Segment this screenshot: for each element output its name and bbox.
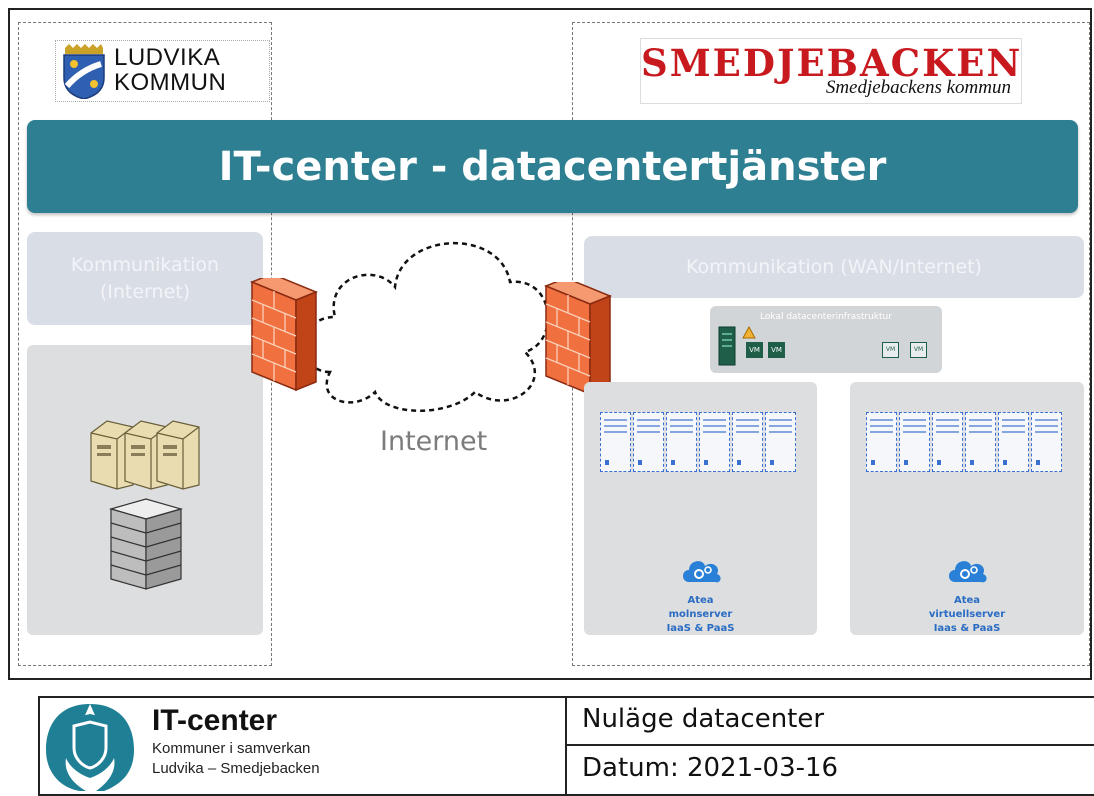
atea-right-line3: Iaas & PaaS (933, 623, 1001, 634)
org-line1: Kommuner i samverkan (152, 740, 311, 757)
document-date: Datum: 2021-03-16 (582, 753, 839, 783)
left-communication-line1: Kommunikation (70, 253, 220, 276)
server-rack-icon (732, 412, 763, 472)
rack-server-stack-icon (109, 498, 183, 590)
atea-cloud-gear-icon (682, 561, 721, 583)
left-communication-line2: (Internet) (99, 280, 191, 303)
itcenter-logo-icon (46, 704, 134, 791)
firewall-icon (544, 282, 612, 396)
banner-title: IT-center - datacentertjänster (27, 120, 1078, 213)
ludvika-line2: KOMMUN (114, 69, 227, 96)
banner-title-text: IT-center - datacentertjänster (218, 143, 887, 190)
atea-cloud-gear-icon (949, 561, 987, 583)
atea-cloud-server-label: Atea molnserver IaaS & PaaS (584, 594, 817, 636)
title-block-row-divider (566, 744, 1094, 746)
server-rack-icon (765, 412, 796, 472)
municipal-crest-icon (63, 44, 105, 99)
server-rack-icon (600, 412, 631, 472)
server-rack-icon (718, 326, 736, 366)
server-rack-icon (699, 412, 730, 472)
atea-cloud-server-panel: Atea molnserver IaaS & PaaS (584, 382, 817, 635)
atea-virtual-server-panel: Atea virtuellserver Iaas & PaaS (850, 382, 1084, 635)
tower-server-icon (90, 420, 200, 490)
local-infrastructure-box: Lokal datacenterinfrastruktur VM VM VM V… (710, 306, 942, 373)
document-title: Nuläge datacenter (582, 704, 825, 734)
server-rack-row (600, 412, 796, 472)
warning-icon (742, 326, 756, 339)
right-communication-box: Kommunikation (WAN/Internet) (584, 236, 1084, 298)
server-rack-icon (666, 412, 697, 472)
ludvika-server-panel (27, 345, 263, 635)
vm-icon: VM (910, 342, 927, 358)
left-communication-box: Kommunikation (Internet) (27, 232, 263, 325)
atea-right-line2: virtuellserver (928, 609, 1006, 620)
smedjebacken-subtitle: Smedjebackens kommun (825, 77, 1011, 98)
atea-left-line2: molnserver (668, 609, 733, 620)
firewall-icon (250, 278, 318, 392)
right-communication-label: Kommunikation (WAN/Internet) (686, 256, 982, 278)
atea-right-line1: Atea (953, 595, 981, 606)
local-infrastructure-title: Lokal datacenterinfrastruktur (760, 312, 892, 322)
internet-label: Internet (380, 426, 488, 457)
server-rack-icon (899, 412, 930, 472)
ludvika-line1: LUDVIKA (114, 44, 221, 71)
server-rack-icon (633, 412, 664, 472)
server-rack-icon (965, 412, 996, 472)
server-rack-icon (1031, 412, 1062, 472)
atea-left-line1: Atea (687, 595, 714, 606)
vm-icon: VM (746, 342, 763, 358)
org-name: IT-center (152, 704, 278, 737)
atea-virtual-server-label: Atea virtuellserver Iaas & PaaS (850, 594, 1084, 636)
smedjebacken-name: SMEDJEBACKEN (641, 41, 1023, 85)
cloud-icon (303, 241, 550, 412)
server-rack-row (866, 412, 1062, 472)
vm-icon: VM (768, 342, 785, 358)
atea-left-line3: IaaS & PaaS (666, 623, 735, 634)
ludvika-logo: LUDVIKA KOMMUN (55, 40, 270, 102)
server-rack-icon (866, 412, 897, 472)
org-line2: Ludvika – Smedjebacken (152, 760, 320, 777)
vm-icon: VM (882, 342, 899, 358)
title-block-divider (565, 696, 567, 796)
smedjebacken-logo: SMEDJEBACKEN Smedjebackens kommun (640, 38, 1022, 104)
server-rack-icon (932, 412, 963, 472)
server-rack-icon (998, 412, 1029, 472)
